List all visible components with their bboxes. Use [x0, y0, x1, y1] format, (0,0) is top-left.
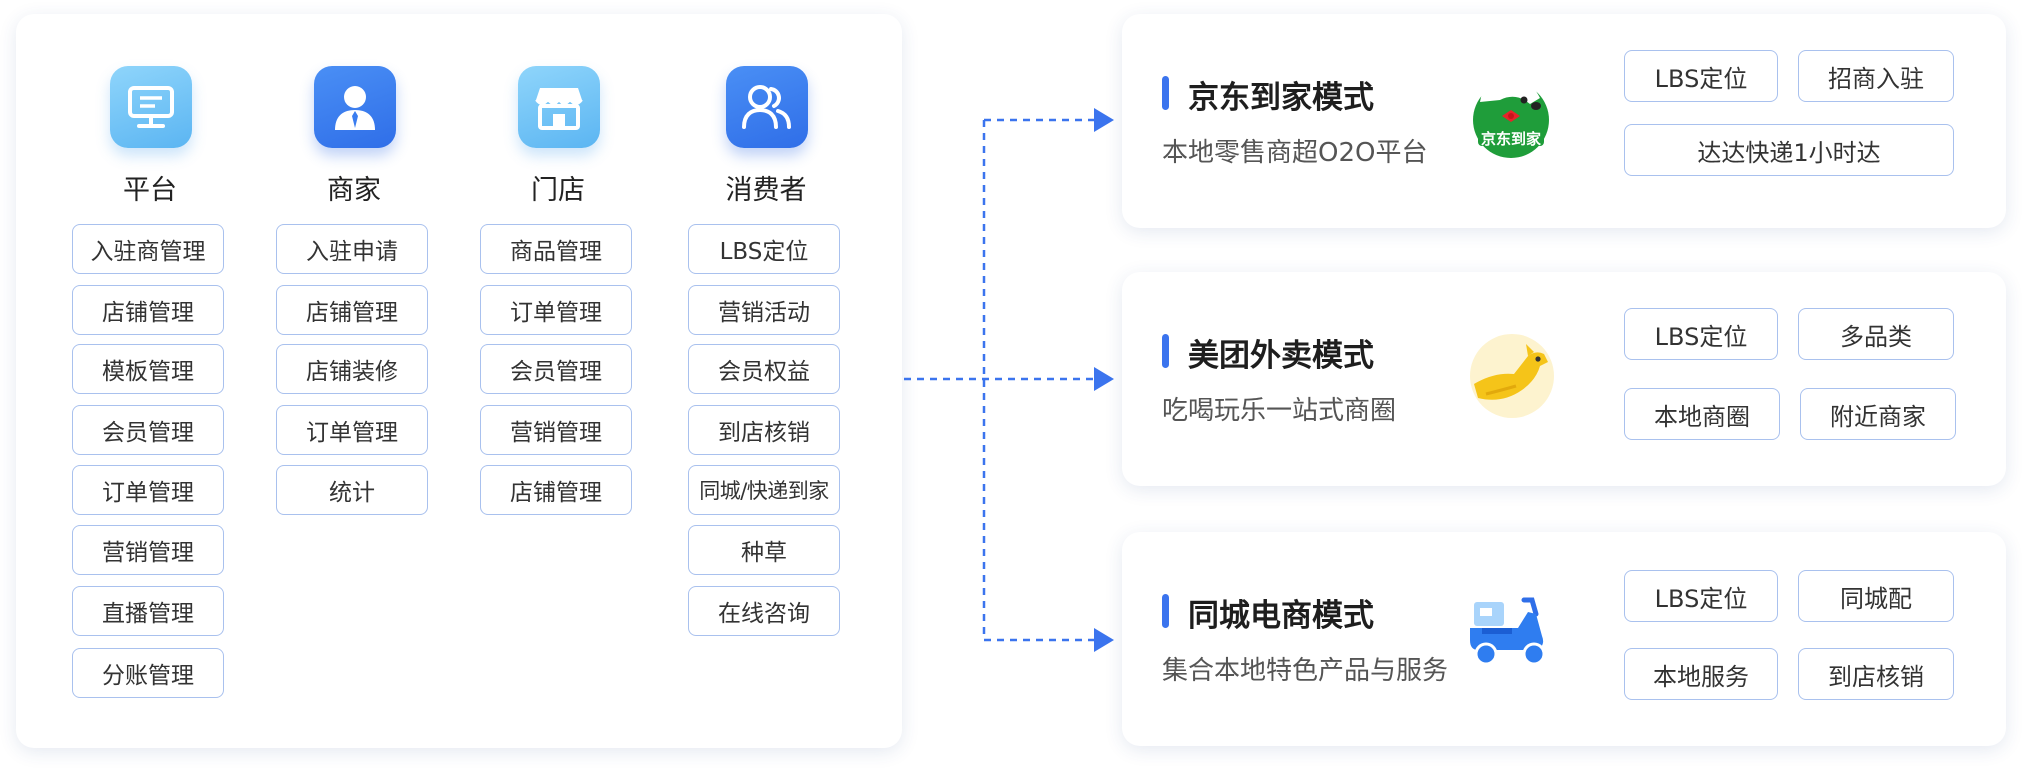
feature-item: 订单管理 [72, 465, 224, 515]
feature-tag: 招商入驻 [1798, 50, 1954, 102]
feature-item: 会员管理 [480, 344, 632, 394]
feature-item: 统计 [276, 465, 428, 515]
storefront-icon [518, 66, 600, 148]
feature-tag: 本地商圈 [1624, 388, 1780, 440]
role-title: 平台 [123, 175, 177, 206]
feature-tag: 达达快递1小时达 [1624, 124, 1954, 176]
feature-item: 会员权益 [688, 344, 840, 394]
mode-accent-bar [1162, 334, 1169, 368]
consumers-icon [726, 66, 808, 148]
feature-item: 会员管理 [72, 405, 224, 455]
feature-item: 店铺管理 [480, 465, 632, 515]
jd-daojia-logo: 京东到家 [1466, 70, 1556, 164]
feature-tag: 本地服务 [1624, 648, 1778, 700]
mode-subtitle: 本地零售商超O2O平台 [1162, 138, 1428, 168]
mode-card-jd: 京东到家模式 本地零售商超O2O平台 京东到家 LBS定位 招商入驻 达达快递1… [1122, 14, 2006, 228]
feature-tag: 到店核销 [1798, 648, 1954, 700]
feature-item: 订单管理 [276, 405, 428, 455]
arrowhead-icon [1094, 108, 1114, 132]
mode-title: 同城电商模式 [1188, 598, 1374, 634]
mode-title: 美团外卖模式 [1188, 338, 1374, 374]
feature-item: 商品管理 [480, 224, 632, 274]
feature-item: 入驻申请 [276, 224, 428, 274]
feature-item: 直播管理 [72, 586, 224, 636]
feature-item: 营销活动 [688, 285, 840, 335]
feature-item: 到店核销 [688, 405, 840, 455]
feature-tag: LBS定位 [1624, 50, 1778, 102]
feature-tag: 同城配 [1798, 570, 1954, 622]
mode-subtitle: 集合本地特色产品与服务 [1162, 656, 1449, 686]
role-title: 门店 [531, 175, 585, 206]
feature-item: 分账管理 [72, 648, 224, 698]
monitor-icon [110, 66, 192, 148]
feature-tag: 多品类 [1798, 308, 1954, 360]
arrowhead-icon [1094, 628, 1114, 652]
mode-subtitle: 吃喝玩乐一站式商圈 [1162, 396, 1397, 426]
feature-item: 店铺管理 [72, 285, 224, 335]
mode-accent-bar [1162, 594, 1169, 628]
feature-item: 营销管理 [480, 405, 632, 455]
feature-item: 同城/快递到家 [688, 465, 840, 515]
feature-item: 种草 [688, 525, 840, 575]
feature-item: 营销管理 [72, 525, 224, 575]
jd-logo-text: 京东到家 [1480, 130, 1541, 148]
feature-item: 店铺装修 [276, 344, 428, 394]
feature-item: LBS定位 [688, 224, 840, 274]
mode-title: 京东到家模式 [1188, 80, 1374, 116]
feature-item: 入驻商管理 [72, 224, 224, 274]
feature-item: 店铺管理 [276, 285, 428, 335]
feature-tag: LBS定位 [1624, 570, 1778, 622]
meituan-kangaroo-logo [1466, 328, 1556, 422]
roles-panel: 平台 入驻商管理 店铺管理 模板管理 会员管理 订单管理 营销管理 直播管理 分… [16, 14, 902, 748]
role-title: 商家 [327, 175, 381, 206]
feature-item: 模板管理 [72, 344, 224, 394]
merchant-person-icon [314, 66, 396, 148]
arrowhead-icon [1094, 367, 1114, 391]
mode-card-meituan: 美团外卖模式 吃喝玩乐一站式商圈 LBS定位 多品类 本地商圈 附近商家 [1122, 272, 2006, 486]
mode-accent-bar [1162, 76, 1169, 110]
feature-tag: 附近商家 [1800, 388, 1956, 440]
delivery-scooter-icon [1466, 588, 1556, 682]
feature-item: 在线咨询 [688, 586, 840, 636]
role-title: 消费者 [725, 175, 807, 206]
feature-tag: LBS定位 [1624, 308, 1778, 360]
feature-item: 订单管理 [480, 285, 632, 335]
mode-card-local-ecommerce: 同城电商模式 集合本地特色产品与服务 LBS定位 同城配 本地服务 到店核销 [1122, 532, 2006, 746]
